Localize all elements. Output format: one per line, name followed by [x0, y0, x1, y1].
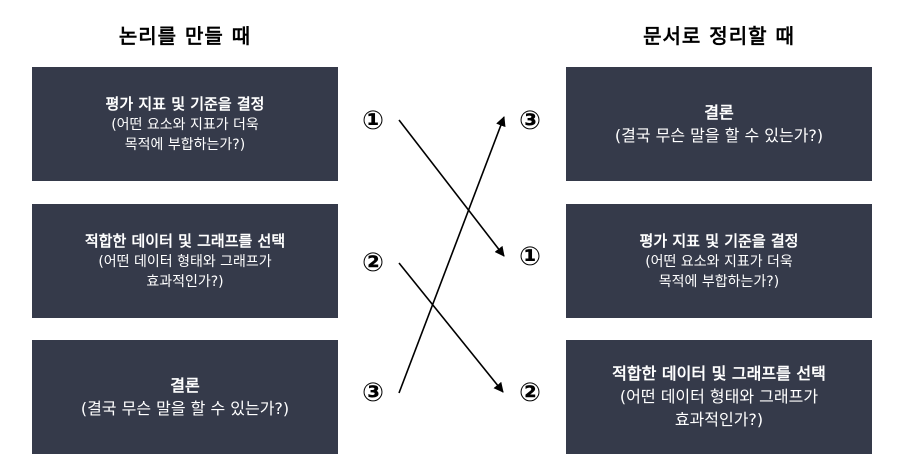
box-description: (어떤 데이터 형태와 그래프가 효과적인가?) [98, 254, 272, 290]
left-step-number-3: ③ [361, 378, 384, 408]
left-step-number-2: ② [361, 248, 384, 278]
box-description: (어떤 요소와 지표가 더욱 목적에 부합하는가?) [645, 254, 793, 290]
right-step-number-1: ① [518, 242, 541, 272]
box-heading: 결론 [704, 102, 734, 122]
box-heading: 결론 [170, 375, 200, 395]
left-box-data-graph-selection: 적합한 데이터 및 그래프를 선택 (어떤 데이터 형태와 그래프가 효과적인가… [32, 204, 338, 318]
right-step-number-3: ③ [518, 106, 541, 136]
box-description: (결국 무슨 말을 할 수 있는가?) [614, 125, 824, 145]
arrow-3-to-3 [398, 116, 506, 394]
right-box-data-graph-selection: 적합한 데이터 및 그래프를 선택 (어떤 데이터 형태와 그래프가 효과적인가… [566, 340, 872, 454]
arrow-1-to-1 [398, 119, 505, 257]
left-box-conclusion: 결론 (결국 무슨 말을 할 수 있는가?) [32, 340, 338, 454]
right-box-evaluation-criteria: 평가 지표 및 기준을 결정 (어떤 요소와 지표가 더욱 목적에 부합하는가?… [566, 204, 872, 318]
right-step-number-2: ② [518, 378, 541, 408]
box-description: (결국 무슨 말을 할 수 있는가?) [80, 398, 290, 418]
right-box-conclusion: 결론 (결국 무슨 말을 할 수 있는가?) [566, 67, 872, 181]
box-heading: 적합한 데이터 및 그래프를 선택 [612, 364, 826, 383]
arrow-2-to-2 [398, 262, 504, 393]
box-heading: 평가 지표 및 기준을 결정 [105, 95, 265, 113]
left-step-number-1: ① [361, 106, 384, 136]
left-column-title: 논리를 만들 때 [118, 24, 252, 48]
box-description: (어떤 데이터 형태와 그래프가 효과적인가?) [619, 387, 819, 429]
box-description: (어떤 요소와 지표가 더욱 목적에 부합하는가?) [111, 117, 259, 153]
left-box-evaluation-criteria: 평가 지표 및 기준을 결정 (어떤 요소와 지표가 더욱 목적에 부합하는가?… [32, 67, 338, 181]
box-heading: 적합한 데이터 및 그래프를 선택 [84, 232, 286, 250]
right-column-title: 문서로 정리할 때 [643, 24, 795, 48]
box-heading: 평가 지표 및 기준을 결정 [639, 232, 799, 250]
